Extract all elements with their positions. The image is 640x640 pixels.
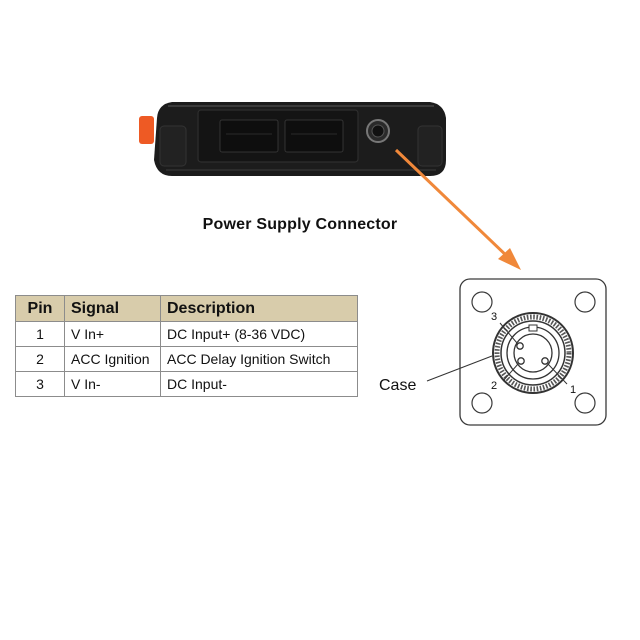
mounting-hole: [471, 291, 493, 313]
pin-1: [541, 357, 549, 365]
mounting-hole: [471, 392, 493, 414]
pin-label-2: 2: [491, 380, 498, 392]
pin-label-1: 1: [570, 384, 577, 396]
connector-face: [459, 278, 607, 426]
pin-table: Pin Signal Description 1 V In+ DC Input+…: [15, 295, 358, 397]
case-leader-line: [426, 355, 493, 382]
pin-2: [517, 357, 525, 365]
pin-cell: 2: [15, 346, 65, 372]
table-row: 1 V In+ DC Input+ (8-36 VDC): [15, 321, 358, 347]
mounting-hole: [574, 392, 596, 414]
pin-label-3: 3: [491, 311, 498, 323]
header-description: Description: [160, 295, 358, 322]
header-signal: Signal: [64, 295, 161, 322]
orange-tab: [139, 116, 154, 144]
table-row: 2 ACC Ignition ACC Delay Ignition Switch: [15, 346, 358, 372]
device-body: [154, 102, 446, 176]
description-cell: ACC Delay Ignition Switch: [160, 346, 358, 372]
pin-cell: 3: [15, 371, 65, 397]
mounting-hole: [574, 291, 596, 313]
power-port: [366, 119, 390, 143]
pointer-arrow: [394, 148, 521, 270]
description-cell: DC Input+ (8-36 VDC): [160, 321, 358, 347]
signal-cell: V In-: [64, 371, 161, 397]
table-header-row: Pin Signal Description: [15, 295, 358, 322]
description-cell: DC Input-: [160, 371, 358, 397]
pin-3: [516, 342, 524, 350]
table-row: 3 V In- DC Input-: [15, 371, 358, 397]
case-label: Case: [379, 377, 417, 394]
signal-cell: ACC Ignition: [64, 346, 161, 372]
signal-cell: V In+: [64, 321, 161, 347]
header-pin: Pin: [15, 295, 65, 322]
pin-cell: 1: [15, 321, 65, 347]
caption: Power Supply Connector: [202, 216, 398, 233]
